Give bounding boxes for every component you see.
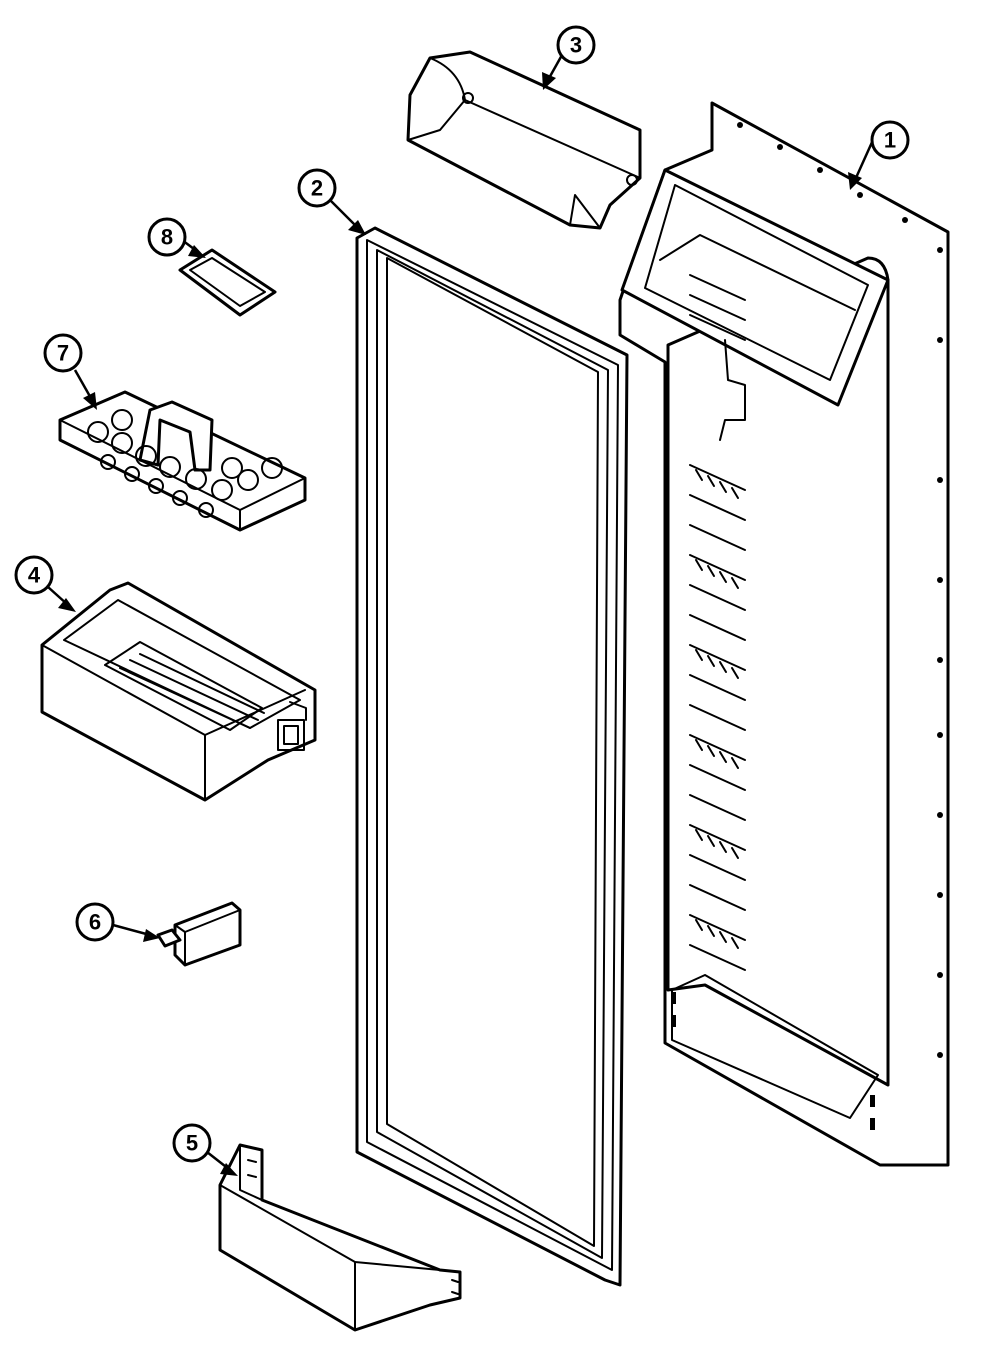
part-6-clip xyxy=(156,901,242,967)
callout-4: 4 xyxy=(14,555,76,612)
callout-8-label: 8 xyxy=(161,225,173,250)
part-2-door-gasket xyxy=(355,226,629,1287)
callout-6-label: 6 xyxy=(89,910,101,935)
part-4-door-bin xyxy=(40,581,317,802)
callout-8: 8 xyxy=(147,217,206,258)
part-7-egg-tray xyxy=(58,390,307,532)
part-8-small-tray xyxy=(178,248,277,317)
callout-3: 3 xyxy=(542,25,596,90)
part-5-shelf-bar xyxy=(218,1143,462,1332)
callout-3-label: 3 xyxy=(570,33,582,58)
callout-2-label: 2 xyxy=(311,176,323,201)
part-3-dairy-cover xyxy=(406,50,642,230)
callouts: 1 2 3 4 5 6 xyxy=(14,25,910,1176)
callout-4-label: 4 xyxy=(28,563,41,588)
callout-7-label: 7 xyxy=(57,341,69,366)
callout-1-label: 1 xyxy=(884,128,896,153)
callout-5: 5 xyxy=(172,1123,238,1176)
egg-cups xyxy=(87,409,283,518)
callout-7: 7 xyxy=(43,333,97,410)
shelf-ribs xyxy=(689,274,746,971)
mounting-holes xyxy=(737,122,943,1058)
callout-5-label: 5 xyxy=(186,1131,198,1156)
callout-1: 1 xyxy=(848,120,910,190)
part-1-door-liner xyxy=(618,101,950,1167)
callout-2: 2 xyxy=(297,168,366,235)
callout-6: 6 xyxy=(75,902,160,942)
